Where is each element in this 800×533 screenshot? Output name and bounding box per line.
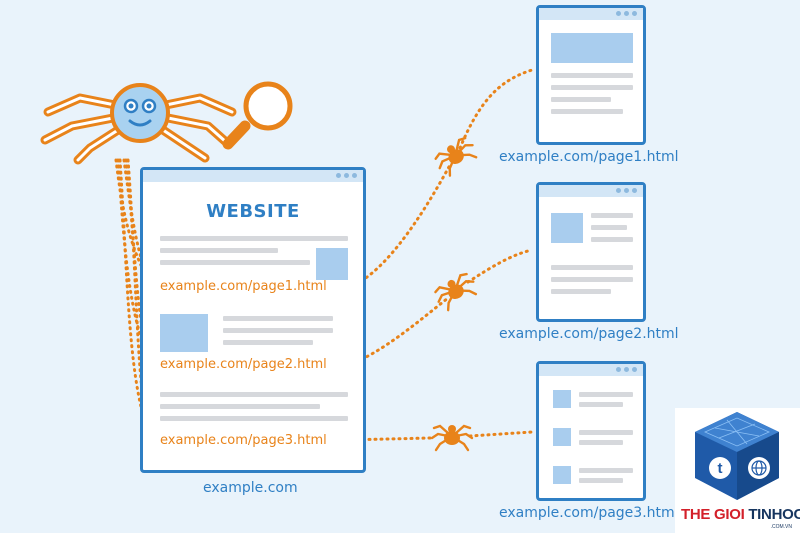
text-line bbox=[579, 402, 623, 407]
target-page3-caption: example.com/page3.html bbox=[499, 505, 679, 521]
text-line bbox=[551, 277, 633, 282]
small-spider-icon bbox=[430, 424, 474, 452]
svg-text:t: t bbox=[718, 460, 723, 477]
text-line bbox=[160, 416, 348, 421]
link-page1[interactable]: example.com/page1.html bbox=[160, 279, 327, 294]
link-page3[interactable]: example.com/page3.html bbox=[160, 433, 327, 448]
text-line bbox=[551, 85, 633, 90]
text-line bbox=[551, 73, 633, 78]
text-line bbox=[223, 328, 333, 333]
thread-to-link3-b bbox=[126, 158, 154, 442]
magnifier-icon bbox=[222, 81, 293, 150]
target-page2-caption: example.com/page2.html bbox=[499, 326, 679, 342]
text-line bbox=[160, 248, 278, 253]
text-line bbox=[551, 97, 611, 102]
text-line bbox=[551, 109, 623, 114]
tgth-cube-logo-icon: t bbox=[695, 412, 779, 500]
text-line bbox=[223, 340, 313, 345]
main-website-card: WEBSITE bbox=[140, 167, 366, 473]
text-line bbox=[160, 404, 320, 409]
image-placeholder bbox=[551, 33, 633, 63]
text-line bbox=[160, 236, 348, 241]
text-line bbox=[579, 478, 623, 483]
brand-domain: .COM.VN bbox=[770, 524, 792, 530]
small-spider-icon bbox=[434, 272, 478, 312]
image-placeholder bbox=[316, 248, 348, 280]
brand-name: THE GIOI TINHOC bbox=[681, 506, 800, 523]
brand-watermark: t THE GIOI TINHOC .COM.VN bbox=[675, 408, 800, 533]
small-spiders bbox=[430, 136, 478, 452]
path-spider-page1 bbox=[458, 68, 534, 150]
main-site-caption: example.com bbox=[203, 480, 298, 496]
text-line bbox=[579, 440, 623, 445]
text-line bbox=[579, 392, 633, 397]
text-line bbox=[551, 265, 633, 270]
crawler-spider-icon bbox=[40, 83, 237, 165]
text-line bbox=[160, 392, 348, 397]
image-placeholder bbox=[553, 390, 571, 408]
link-page2[interactable]: example.com/page2.html bbox=[160, 357, 327, 372]
target-page1-card bbox=[536, 5, 646, 145]
thread-to-link2 bbox=[116, 158, 154, 366]
text-line bbox=[591, 237, 633, 242]
target-page1-caption: example.com/page1.html bbox=[499, 149, 679, 165]
text-line bbox=[591, 213, 633, 218]
path-spider-page2 bbox=[466, 248, 534, 284]
target-page2-card bbox=[536, 182, 646, 322]
text-line bbox=[591, 225, 627, 230]
path-spider-page3 bbox=[468, 430, 534, 438]
image-placeholder bbox=[553, 466, 571, 484]
text-line bbox=[551, 289, 611, 294]
image-placeholder bbox=[160, 314, 208, 352]
small-spider-icon bbox=[434, 136, 478, 177]
text-line bbox=[223, 316, 333, 321]
website-heading: WEBSITE bbox=[206, 201, 300, 222]
text-line bbox=[579, 468, 633, 473]
text-line bbox=[160, 260, 310, 265]
image-placeholder bbox=[553, 428, 571, 446]
target-page3-card bbox=[536, 361, 646, 501]
card-titlebar bbox=[143, 170, 363, 182]
image-placeholder bbox=[551, 213, 583, 243]
text-line bbox=[579, 430, 633, 435]
